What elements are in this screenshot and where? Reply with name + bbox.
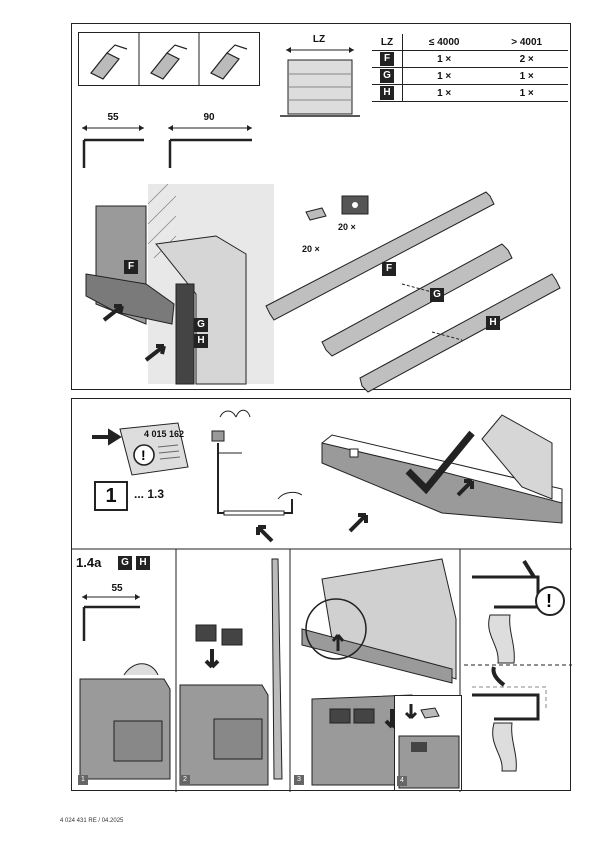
seal-detail: ! <box>464 555 570 787</box>
clip-quantity: 20 × <box>302 244 320 254</box>
pointer-arrow <box>348 513 368 533</box>
clip-icon-a <box>90 44 128 80</box>
pointer-arrow <box>256 525 274 543</box>
table-header: ≤ 4000 <box>402 34 486 51</box>
rail-tag-f: F <box>382 262 396 276</box>
part-tag-f: F <box>124 260 138 274</box>
substep-dividers <box>72 548 572 792</box>
table-cell: 2 × <box>485 50 568 68</box>
bracket-cross-section <box>202 403 312 543</box>
angle-rail-f <box>85 273 175 325</box>
clip-icons <box>90 33 248 85</box>
part-tag-h: H <box>136 556 150 570</box>
pad-quantity: 20 × <box>338 222 356 232</box>
angle-profile-55: 55 <box>78 112 148 172</box>
angle-rail-gh <box>175 283 195 385</box>
table-row: H 1 × 1 × <box>372 84 568 102</box>
top-panel: LZ LZ ≤ 4000 > 4001 F 1 × 2 × G 1 × 1 × <box>71 23 571 393</box>
table-cell: 1 × <box>485 67 568 85</box>
rail-assembly-illustration <box>321 403 568 543</box>
dimension-label: 90 <box>203 112 215 123</box>
dimension-label: 55 <box>107 112 119 123</box>
wall-hatching <box>147 183 177 259</box>
insert-arrow <box>144 344 166 362</box>
svg-text:!: ! <box>546 591 552 611</box>
table-cell: 1 × <box>485 84 568 102</box>
substep-number: 3 <box>294 775 304 785</box>
part-tag: G <box>380 69 394 83</box>
rail-tag-h: H <box>486 316 500 330</box>
substep-2: 2 <box>178 558 288 789</box>
table-cell: 1 × <box>402 50 486 68</box>
dimension-label: 55 <box>111 583 123 594</box>
substep-number: 2 <box>180 775 190 785</box>
lz-label: LZ <box>312 34 326 45</box>
rail-parts-diagram: 20 × 20 × F G H <box>262 182 562 393</box>
part-tag: H <box>380 86 394 100</box>
steps-panel: ! 4 015 162 1 ... 1.3 <box>71 398 572 792</box>
rail-h <box>359 273 561 393</box>
part-tag-h: H <box>194 334 208 348</box>
table-header: LZ <box>372 34 403 51</box>
document-number: 4 015 162 <box>144 429 185 439</box>
door-width-diagram: LZ <box>280 34 360 124</box>
step-reference: 1 ... 1.3 <box>94 481 214 511</box>
part-tag: F <box>380 52 394 66</box>
substep-number: 1 <box>78 775 88 785</box>
step-range: ... 1.3 <box>134 487 165 501</box>
substep-1: 55 1 <box>74 579 174 789</box>
table-cell: 1 × <box>402 84 486 102</box>
quantity-table: LZ ≤ 4000 > 4001 F 1 × 2 × G 1 × 1 × H 1… <box>372 34 568 102</box>
step-box: 1 <box>94 481 128 511</box>
clip <box>305 207 327 221</box>
clip-options-strip <box>78 32 260 86</box>
table-header-row: LZ ≤ 4000 > 4001 <box>372 34 568 51</box>
step-header: 1.4a G H <box>76 555 176 575</box>
insert-arrow <box>102 304 124 322</box>
step-title: 1.4a <box>76 555 102 570</box>
reference-document: ! 4 015 162 <box>92 419 202 489</box>
svg-text:!: ! <box>141 447 146 463</box>
warning-icon <box>133 444 155 466</box>
clip-icon-b <box>150 44 188 80</box>
angle-profile-90: 90 <box>164 112 256 172</box>
corner-installation-illustration: F G H <box>76 183 276 385</box>
pointer-arrow <box>456 479 474 497</box>
warning-icon <box>535 586 565 616</box>
document-footer: 4 024 431 RE / 04.2025 <box>60 818 124 824</box>
part-tag-g: G <box>118 556 132 570</box>
substep-4: 4 <box>394 695 462 791</box>
substep-number: 4 <box>397 776 407 786</box>
table-cell: 1 × <box>402 67 486 85</box>
table-row: F 1 × 2 × <box>372 50 568 68</box>
part-tag-g: G <box>194 318 208 332</box>
table-header: > 4001 <box>485 34 568 51</box>
rail-tag-g: G <box>430 288 444 302</box>
rail-g <box>321 243 513 357</box>
clip-icon-c <box>210 44 248 80</box>
check-icon <box>405 430 475 495</box>
table-row: G 1 × 1 × <box>372 67 568 85</box>
rail-f <box>265 191 495 321</box>
